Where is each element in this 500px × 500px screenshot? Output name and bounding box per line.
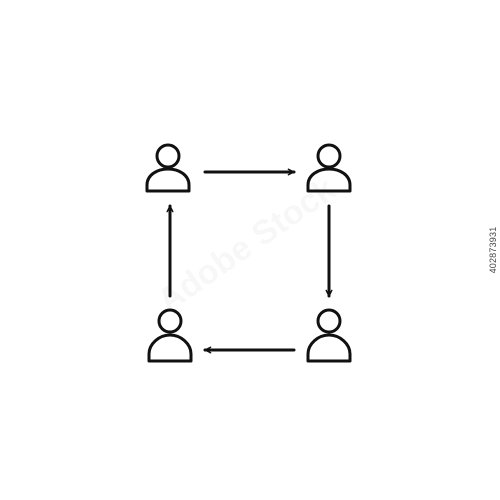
person-top-left-icon bbox=[145, 143, 191, 193]
person-top-right-icon bbox=[306, 143, 352, 193]
stock-id-label: 402873931 bbox=[486, 0, 500, 500]
person-bottom-left-icon bbox=[147, 308, 193, 363]
person-bottom-right-icon bbox=[306, 308, 352, 363]
stock-id-text: 402873931 bbox=[488, 226, 498, 274]
